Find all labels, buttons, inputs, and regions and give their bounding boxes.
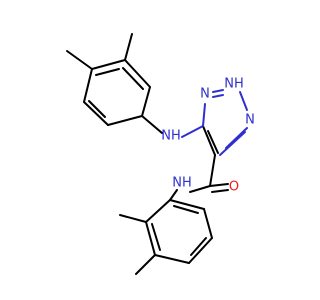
bond	[190, 237, 207, 256]
bond	[181, 125, 204, 138]
bond	[209, 154, 216, 187]
bond	[219, 131, 246, 156]
bond	[145, 221, 156, 256]
lower-aryl-ring	[145, 199, 213, 264]
triazole-n3-label: N	[245, 113, 255, 128]
bond	[169, 189, 178, 201]
bond	[189, 185, 211, 193]
bond	[169, 199, 205, 210]
amine-nh-label: NH	[161, 129, 181, 144]
bond	[207, 130, 219, 154]
bond	[154, 254, 190, 264]
triazole-n2h-label: NH	[224, 77, 244, 92]
bond	[88, 100, 106, 118]
bond	[202, 125, 216, 156]
bond	[239, 91, 248, 111]
triazole-ring	[202, 89, 248, 156]
bond	[107, 115, 143, 126]
bond	[141, 86, 151, 117]
carbonyl-o-label: O	[229, 180, 239, 195]
bond	[225, 127, 248, 149]
bond	[203, 208, 213, 239]
bond	[83, 68, 93, 103]
bond	[202, 103, 206, 127]
bond	[212, 89, 224, 93]
molecule-structure: NH N NH N NH O	[66, 33, 255, 275]
bond	[209, 183, 229, 187]
bond	[91, 59, 126, 70]
triazole-n1-label: N	[200, 87, 210, 102]
bond	[122, 67, 144, 90]
bond	[173, 205, 199, 214]
bond	[188, 237, 213, 264]
bond	[212, 94, 224, 98]
bond	[145, 199, 171, 223]
bond	[83, 101, 109, 126]
bond	[141, 115, 163, 134]
bond	[95, 68, 120, 76]
methyl-bond	[119, 214, 147, 223]
bond	[151, 223, 161, 251]
bond	[124, 59, 151, 88]
upper-aryl-ring	[83, 59, 151, 126]
amide-nh-label: NH	[172, 176, 192, 191]
methyl-bond	[66, 50, 93, 70]
methyl-bond	[124, 33, 133, 61]
molecule-canvas: NH N NH N NH O	[66, 33, 255, 275]
bond	[211, 189, 229, 193]
methyl-bond	[135, 254, 156, 275]
